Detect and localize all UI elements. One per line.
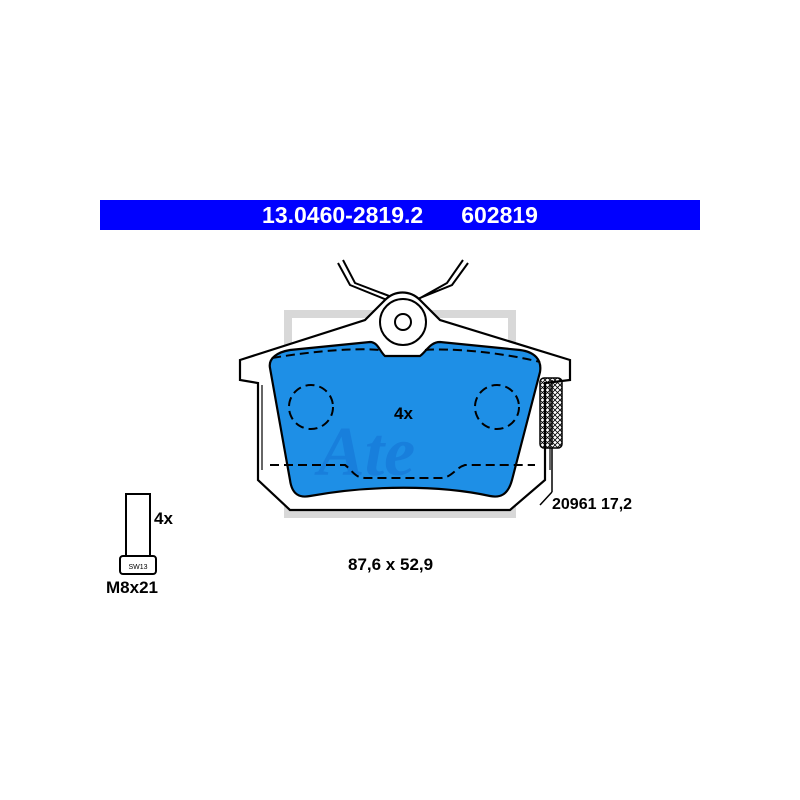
pad-quantity: 4x	[394, 404, 413, 423]
ate-logo-watermark: Ate	[314, 414, 415, 491]
bolt-quantity: 4x	[154, 509, 173, 528]
wva-thickness: 20961 17,2	[552, 496, 633, 513]
bolt-size: M8x21	[106, 578, 158, 597]
part-number: 13.0460-2819.2	[262, 201, 424, 228]
part-number-banner: 13.0460-2819.2 602819	[100, 200, 700, 230]
friction-pad	[268, 340, 542, 498]
svg-text:SW13: SW13	[128, 564, 147, 571]
bolt-icon: SW13	[119, 493, 157, 575]
wear-sensor-icon	[539, 377, 563, 506]
reference-number: 602819	[461, 201, 538, 228]
pad-dimensions: 87,6 x 52,9	[348, 555, 434, 574]
